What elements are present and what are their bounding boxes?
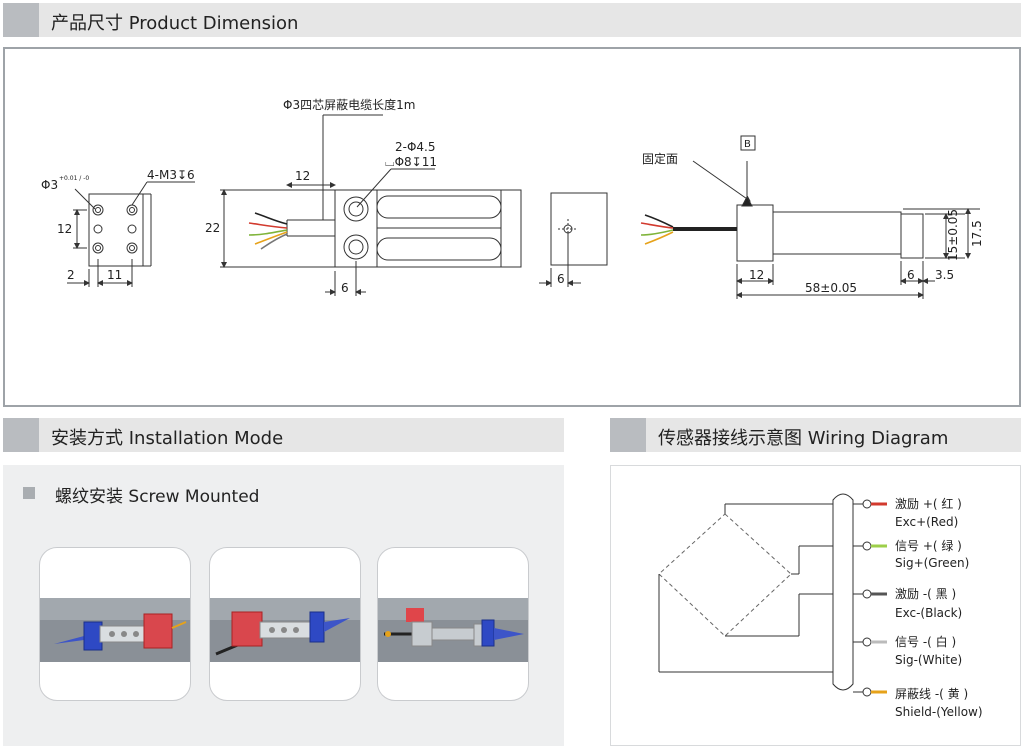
wire-label-exc-minus-en: Exc-(Black) — [895, 606, 962, 620]
wire-label-sig-minus-cn: 信号 -( 白 ) — [895, 634, 956, 649]
label-body-height: 15±0.05 — [946, 209, 960, 261]
cable-bundle — [832, 493, 854, 691]
label-cable-exit: 12 — [295, 169, 310, 183]
wire-terminal-white — [862, 637, 887, 647]
installation-panel: 螺纹安装 Screw Mounted — [3, 465, 564, 746]
section-title-installation: 安装方式 Installation Mode — [51, 428, 284, 449]
bridge-diagram — [658, 503, 837, 673]
top-view-cable — [640, 214, 737, 245]
label-total-length: 58±0.05 — [805, 281, 857, 295]
section-header-installation: 安装方式 Installation Mode — [3, 418, 564, 452]
section-header-wiring: 传感器接线示意图 Wiring Diagram — [610, 418, 1021, 452]
section-header-dimension: 产品尺寸 Product Dimension — [3, 3, 1021, 37]
wire-label-sig-plus-cn: 信号 +( 绿 ) — [895, 538, 962, 553]
dimension-drawing-panel: Φ3 +0.01 / -0 4-M3↧6 12 2 11 Φ3四芯屏蔽电缆长度1… — [3, 47, 1021, 407]
dimension-drawing: Φ3 +0.01 / -0 4-M3↧6 12 2 11 Φ3四芯屏蔽电缆长度1… — [41, 97, 984, 299]
label-hole-tol: +0.01 / -0 — [59, 175, 89, 182]
label-cable: Φ3四芯屏蔽电缆长度1m — [283, 97, 415, 112]
label-height: 22 — [205, 221, 220, 235]
label-end-offset: 6 — [341, 281, 349, 295]
label-end-width: 6 — [557, 272, 565, 286]
section-title-dimension: 产品尺寸 Product Dimension — [51, 13, 299, 34]
label-tip-width: 6 — [907, 268, 915, 282]
section-header-tab — [3, 418, 39, 452]
wire-terminal-green — [862, 541, 887, 551]
label-overall-height: 17.5 — [970, 220, 984, 247]
side-view-body — [220, 114, 522, 296]
wire-label-shield-en: Shield-(Yellow) — [895, 705, 983, 719]
wire-label-sig-plus-en: Sig+(Green) — [895, 556, 969, 570]
label-fixed-face: 固定面 — [642, 151, 678, 166]
wire-label-exc-plus-cn: 激励 +( 红 ) — [895, 496, 962, 511]
label-datum: B — [744, 139, 751, 150]
wiring-diagram-panel: 激励 +( 红 ) Exc+(Red) 信号 +( 绿 ) Sig+(Green… — [610, 465, 1021, 746]
mount-photo-1 — [39, 547, 191, 701]
small-end-view — [539, 192, 608, 287]
mount-photo-2 — [209, 547, 361, 701]
label-fixed-length: 12 — [749, 268, 764, 282]
side-view-cable — [248, 212, 288, 250]
top-view-body — [692, 135, 980, 299]
label-tip-offset: 3.5 — [935, 268, 954, 282]
section-header-tab — [3, 3, 39, 37]
installation-subtitle: 螺纹安装 Screw Mounted — [55, 487, 260, 507]
label-thread: 4-M3↧6 — [147, 168, 195, 182]
label-hole-dia: Φ3 — [41, 178, 58, 192]
wiring-diagram: 激励 +( 红 ) Exc+(Red) 信号 +( 绿 ) Sig+(Green… — [658, 493, 983, 719]
label-counterbore: ⌴Φ8↧11 — [385, 155, 437, 169]
label-hole-pitch: 11 — [107, 268, 122, 282]
wire-terminal-yellow — [862, 687, 887, 697]
label-edge-offset: 2 — [67, 268, 75, 282]
label-hole-spacing: 12 — [57, 222, 72, 236]
subtitle-marker — [23, 487, 35, 499]
section-header-tab — [610, 418, 646, 452]
wire-label-shield-cn: 屏蔽线 -( 黄 ) — [895, 687, 968, 701]
label-through-holes: 2-Φ4.5 — [395, 140, 436, 154]
wire-terminal-red — [862, 499, 887, 509]
section-title-wiring: 传感器接线示意图 Wiring Diagram — [658, 428, 949, 449]
wire-label-exc-plus-en: Exc+(Red) — [895, 515, 958, 529]
wire-label-sig-minus-en: Sig-(White) — [895, 653, 962, 667]
end-view-block — [67, 181, 195, 287]
mount-photo-3 — [377, 547, 529, 701]
wire-label-exc-minus-cn: 激励 -( 黑 ) — [895, 587, 956, 601]
wire-terminal-black — [862, 589, 887, 599]
